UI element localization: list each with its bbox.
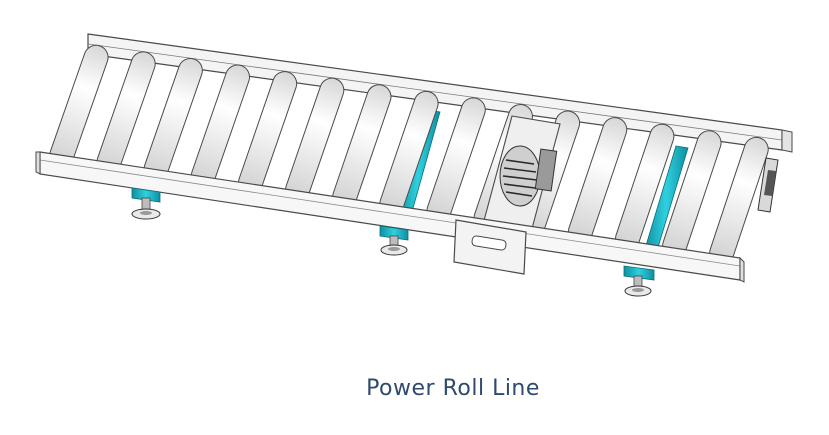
front-rail: [35, 151, 745, 283]
end-plate: [757, 157, 779, 213]
roller-group: [49, 44, 769, 266]
support-leg-middle: [379, 225, 409, 256]
figure-caption: Power Roll Line: [366, 376, 540, 401]
drive-motor: [481, 115, 561, 237]
support-leg-right: [623, 265, 655, 297]
support-leg-left: [131, 187, 161, 220]
motor-guard: [453, 219, 527, 275]
power-roll-line-drawing: [35, 33, 793, 297]
